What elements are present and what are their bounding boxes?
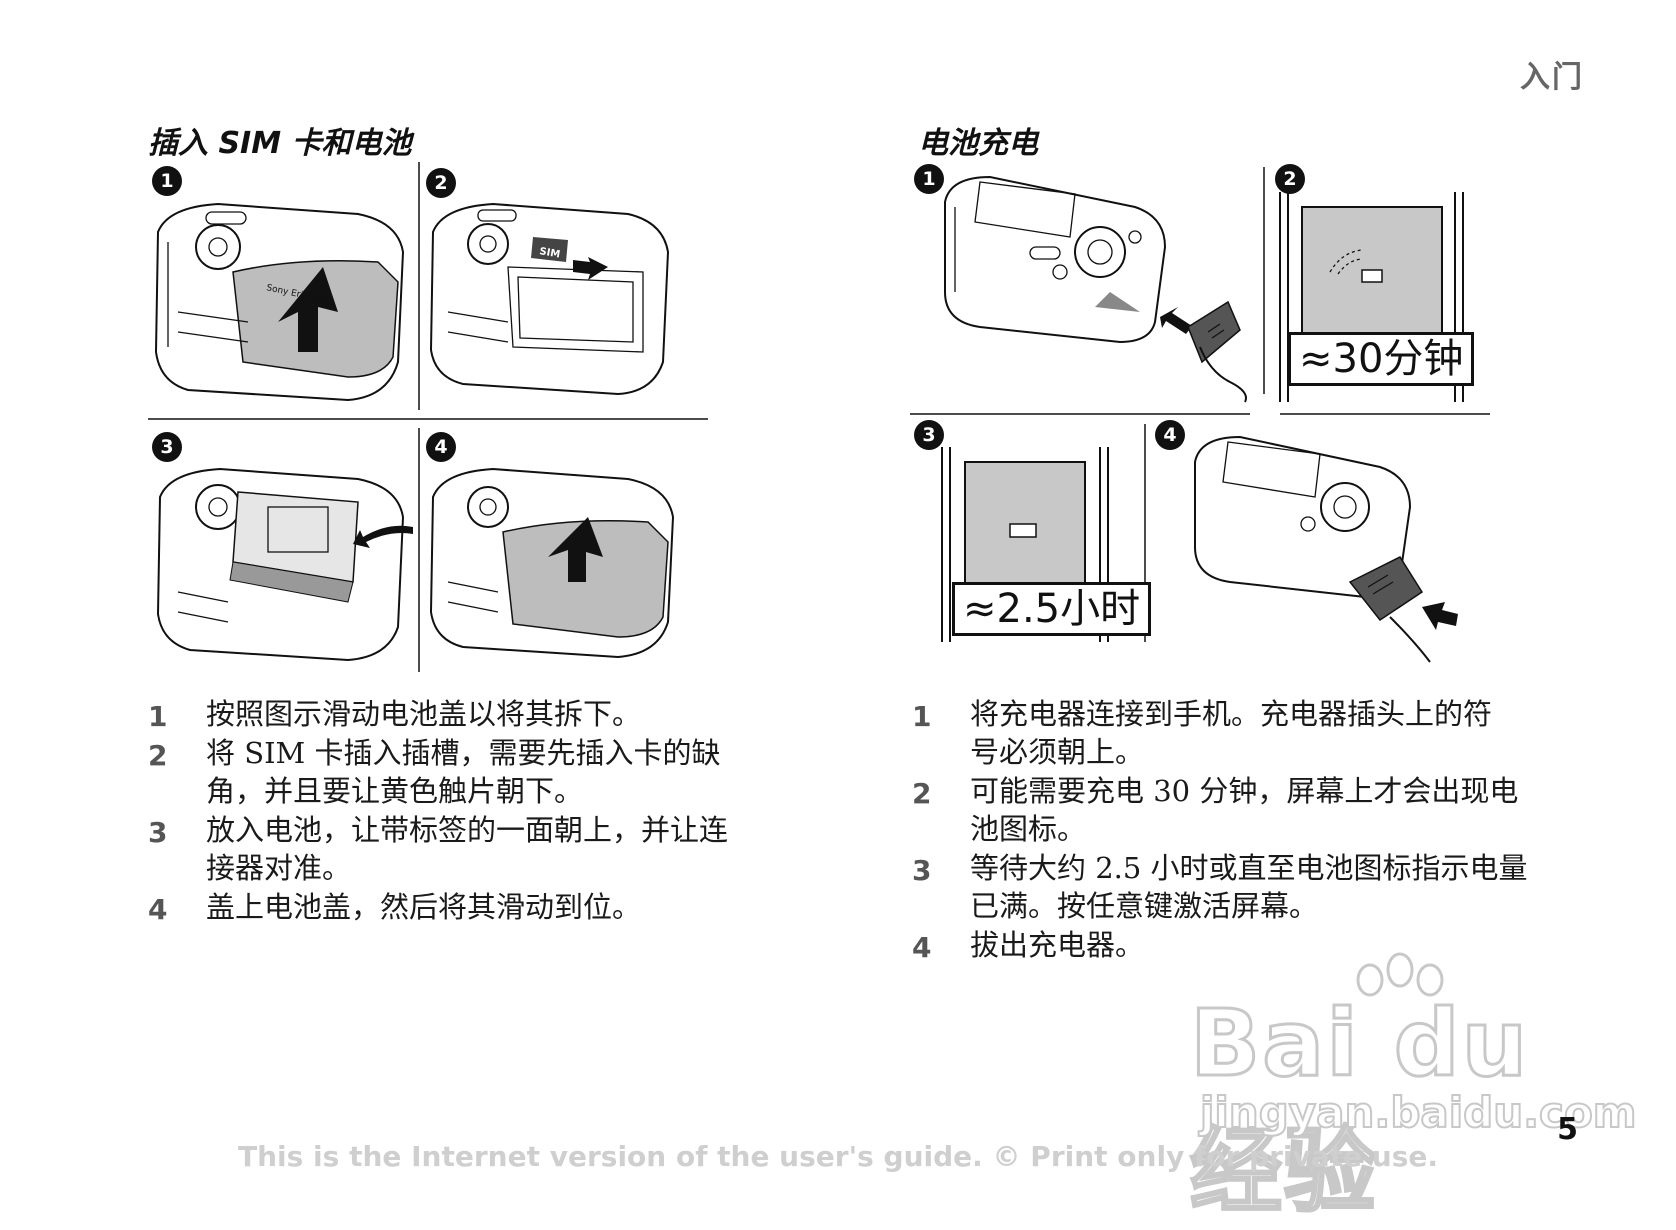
step-badge-3: 3 bbox=[152, 432, 182, 462]
baidu-watermark: Bai du 经验 jingyan.baidu.com bbox=[1189, 950, 1638, 1227]
phone-illustration-1: Sony Ericsson bbox=[154, 202, 405, 402]
watermark-url: jingyan.baidu.com bbox=[1199, 1087, 1638, 1138]
section-header: 入门 bbox=[1520, 60, 1584, 95]
phone-illustration-3 bbox=[156, 467, 413, 662]
step-badge-1: 1 bbox=[152, 166, 182, 196]
step-number: 3 bbox=[912, 854, 932, 887]
step-number: 4 bbox=[912, 931, 932, 964]
right-section-title: 电池充电 bbox=[918, 126, 1038, 161]
step-text-line: 角，并且要让黄色触片朝下。 bbox=[206, 774, 584, 808]
paw-icon bbox=[1356, 952, 1444, 997]
phone-illustration-2: SIM bbox=[429, 202, 670, 396]
charging-figure: 1 2 3 4 bbox=[910, 162, 1500, 672]
step-text-line: 接器对准。 bbox=[206, 851, 352, 885]
charging-screen-illustration bbox=[1279, 192, 1464, 402]
step-text-line: 将充电器连接到手机。充电器插头上的符 bbox=[970, 697, 1493, 731]
full-charge-callout: ≈2.5小时 bbox=[952, 582, 1152, 636]
step-badge-2: 2 bbox=[1275, 164, 1305, 194]
step-number: 1 bbox=[148, 700, 168, 733]
step-badge-3: 3 bbox=[914, 420, 944, 450]
page-number: 5 bbox=[1557, 1112, 1578, 1147]
sim-card-label: SIM bbox=[538, 246, 561, 260]
sim-battery-figure: 1 2 3 4 Sony Ericsson SIM bbox=[148, 162, 708, 672]
charge-time-callout: ≈30分钟 bbox=[1288, 332, 1475, 386]
step-text-line: 池图标。 bbox=[970, 812, 1087, 846]
phone-charger-illustration bbox=[944, 175, 1247, 403]
step-text-line: 等待大约 2.5 小时或直至电池图标指示电量 bbox=[970, 851, 1528, 885]
step-text-line: 已满。按任意键激活屏幕。 bbox=[970, 889, 1319, 923]
unplug-illustration bbox=[1194, 435, 1458, 663]
step-number: 1 bbox=[912, 700, 932, 733]
step-text-line: 号必须朝上。 bbox=[970, 735, 1145, 769]
step-text-line: 盖上电池盖，然后将其滑动到位。 bbox=[206, 890, 642, 924]
step-text-line: 按照图示滑动电池盖以将其拆下。 bbox=[206, 697, 642, 731]
left-section-title: 插入 SIM 卡和电池 bbox=[148, 126, 412, 161]
step-text-line: 放入电池，让带标签的一面朝上，并让连 bbox=[206, 813, 729, 847]
step-number: 4 bbox=[148, 893, 168, 926]
full-battery-screen-illustration bbox=[941, 447, 1109, 642]
phone-illustration-4 bbox=[429, 467, 675, 659]
step-number: 2 bbox=[148, 739, 168, 772]
step-badge-2: 2 bbox=[426, 168, 456, 198]
step-number: 3 bbox=[148, 816, 168, 849]
footer-notice: This is the Internet version of the user… bbox=[238, 1140, 1438, 1173]
step-badge-1: 1 bbox=[914, 164, 944, 194]
step-text-line: 将 SIM 卡插入插槽，需要先插入卡的缺 bbox=[206, 736, 721, 770]
step-number: 2 bbox=[912, 777, 932, 810]
step-badge-4: 4 bbox=[426, 432, 456, 462]
step-text-line: 拔出充电器。 bbox=[970, 928, 1145, 962]
step-badge-4: 4 bbox=[1155, 420, 1185, 450]
step-text-line: 可能需要充电 30 分钟，屏幕上才会出现电 bbox=[970, 774, 1519, 808]
